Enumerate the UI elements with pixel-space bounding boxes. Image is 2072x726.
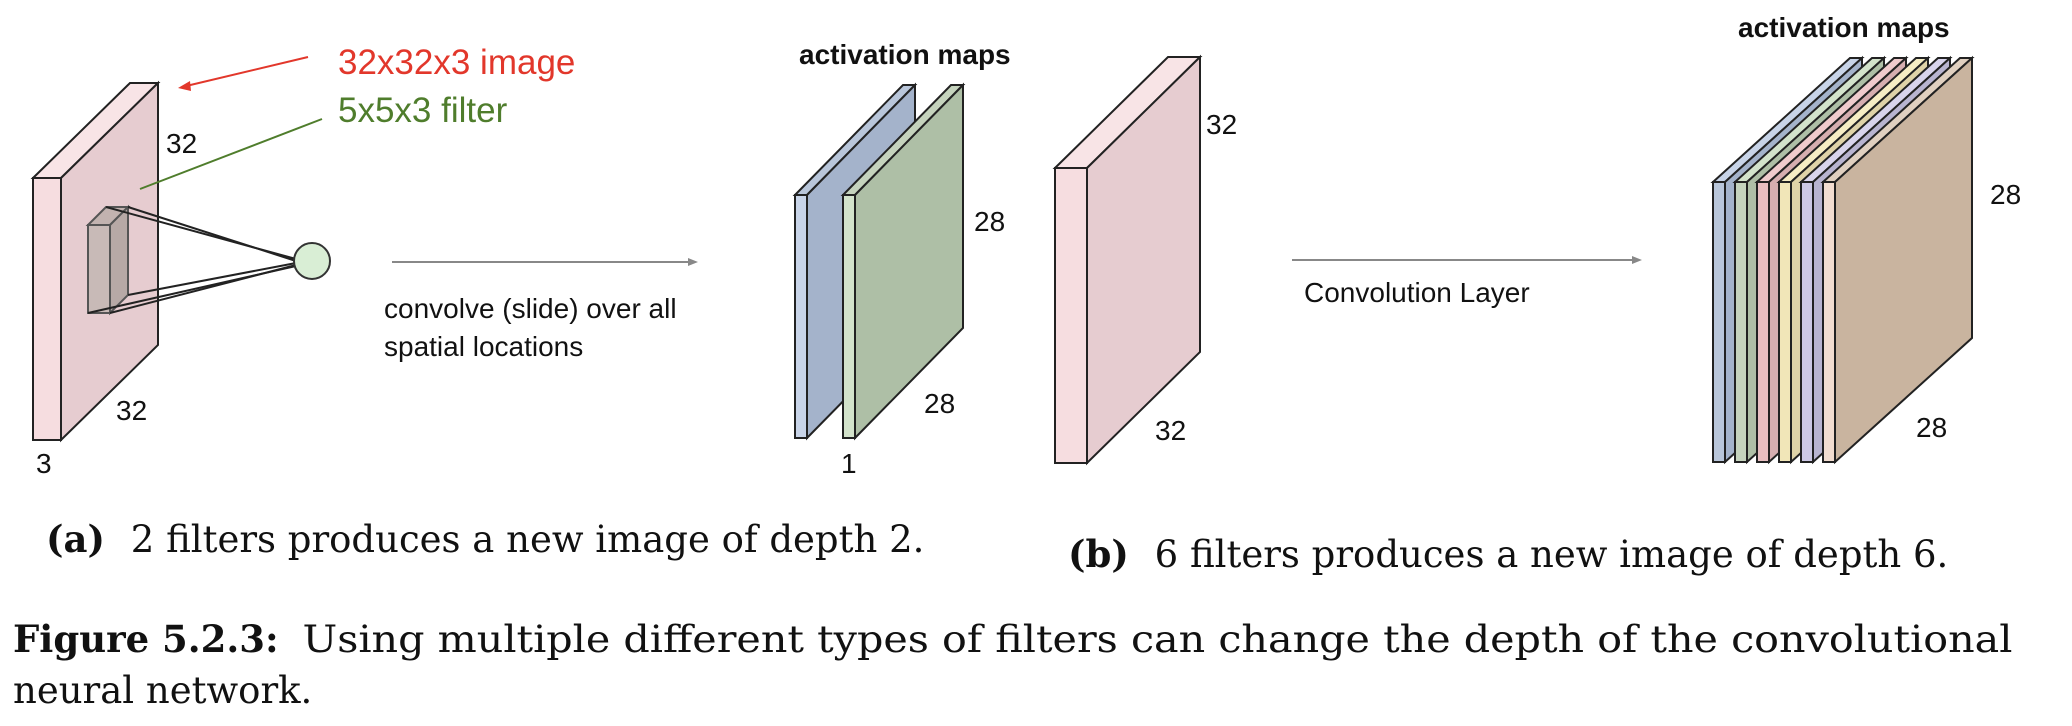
activation-maps-a: activation maps 28 28 1 — [792, 39, 1011, 479]
figure-caption-label: Figure 5.2.3: — [13, 617, 279, 661]
subcaption-a-text: 2 filters produces a new image of depth … — [131, 518, 925, 561]
image-pointer-arrowhead — [178, 81, 191, 91]
image-pointer-line — [181, 56, 309, 88]
input-height-label-a: 32 — [166, 128, 197, 159]
convolve-label-line1: convolve (slide) over all — [384, 293, 677, 324]
map-height-label-a: 28 — [974, 206, 1005, 237]
filter-box — [85, 204, 131, 316]
filter-connections — [87, 206, 297, 314]
activation-map-b-6 — [1820, 55, 1975, 465]
activation-map-green — [840, 82, 966, 441]
map-width-label-a: 28 — [924, 388, 955, 419]
input-volume-a-front — [32, 177, 62, 441]
input-volume-b-front — [1054, 167, 1088, 464]
convolve-label-line2: spatial locations — [384, 331, 583, 362]
figure-caption-line1-text: Using multiple different types of filter… — [302, 618, 2012, 661]
figure-caption-line2: neural network. — [13, 669, 312, 712]
subcaption-b-tag: (b) — [1068, 532, 1129, 576]
map-width-label-b: 28 — [1916, 412, 1947, 443]
input-depth-label-a: 3 — [36, 448, 52, 479]
filter-pointer-line — [139, 118, 323, 190]
map-depth-label-a: 1 — [841, 448, 857, 479]
activation-maps-b: activation maps 28 28 — [1710, 12, 2021, 465]
input-volume-b-side — [1086, 54, 1201, 466]
activation-maps-title-a: activation maps — [799, 39, 1011, 70]
image-label: 32x32x3 image — [338, 43, 575, 82]
input-width-label-b: 32 — [1155, 415, 1186, 446]
input-height-label-b: 32 — [1206, 109, 1237, 140]
map-height-label-b: 28 — [1990, 179, 2021, 210]
subcaption-a: (a) 2 filters produces a new image of de… — [46, 517, 924, 561]
convolution-layer-arrow — [1292, 256, 1642, 264]
convolve-arrow — [392, 258, 698, 266]
input-volume-b: 32 32 — [1052, 54, 1237, 466]
neuron-circle — [293, 242, 331, 280]
subcaption-a-tag: (a) — [46, 517, 105, 561]
input-volume-a: 32 32 3 32x32x3 image 5x5x3 filter — [30, 43, 575, 479]
filter-label: 5x5x3 filter — [338, 91, 508, 130]
figure-caption-line1: Figure 5.2.3: Using multiple different t… — [13, 617, 2012, 661]
subcaption-b-text: 6 filters produces a new image of depth … — [1155, 533, 1949, 576]
activation-maps-title-b: activation maps — [1738, 12, 1950, 43]
convolution-layer-label: Convolution Layer — [1304, 277, 1530, 308]
input-width-label-a: 32 — [116, 395, 147, 426]
subcaption-b: (b) 6 filters produces a new image of de… — [1068, 532, 1948, 576]
